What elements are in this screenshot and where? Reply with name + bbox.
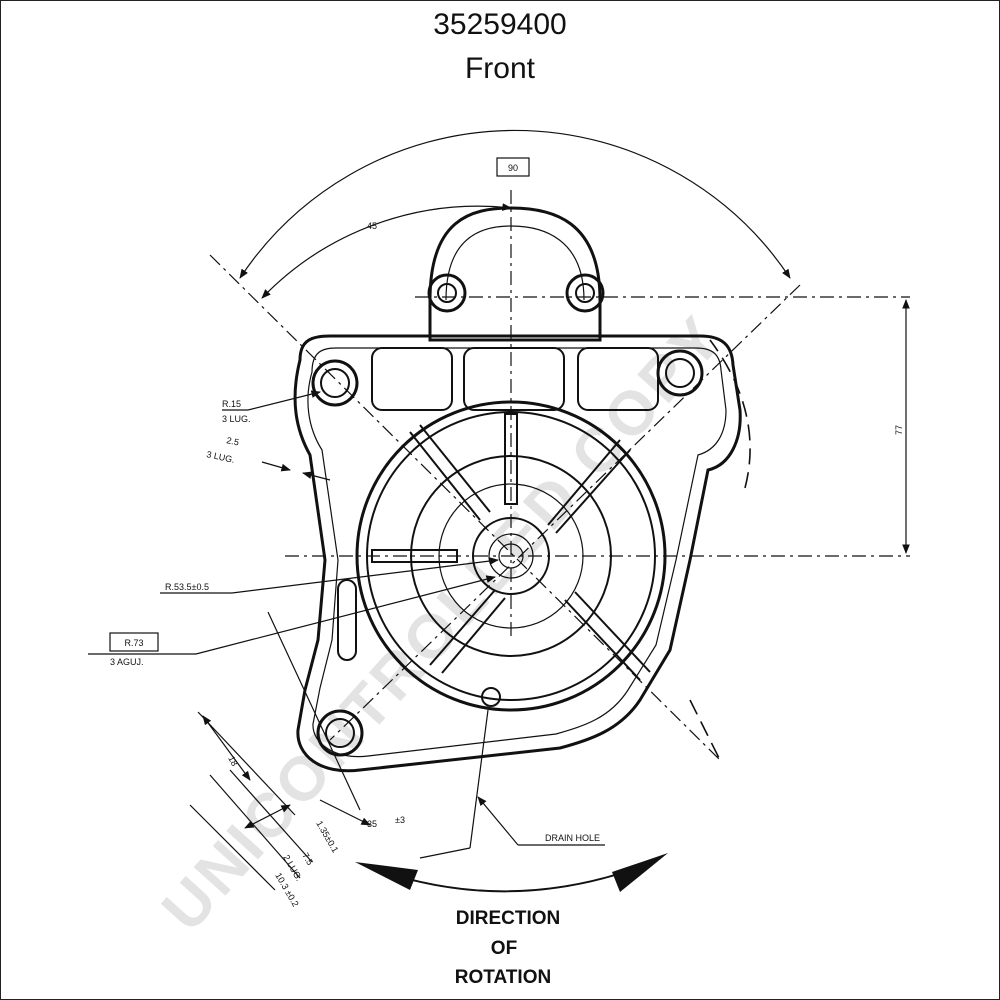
dim-18: 18 xyxy=(226,754,240,768)
left-callouts: R.15 3 LUG. 2.5 3 LUG. R.53.5±0.5 R.73 3… xyxy=(88,390,499,667)
mounting-flange xyxy=(293,334,742,773)
rotation-line-1: DIRECTION xyxy=(456,908,561,929)
rotation-arrow: DIRECTION OF ROTATION xyxy=(355,853,668,988)
solenoid-mount xyxy=(427,206,605,342)
angle-dimensions: 90 45 xyxy=(239,129,791,299)
dim-r15-note: 3 LUG. xyxy=(222,414,251,424)
dim-45: 45 xyxy=(367,221,377,231)
drain-hole-label: DRAIN HOLE xyxy=(545,833,600,843)
dim-2-5-note: 3 LUG. xyxy=(206,449,236,465)
drain-hole-callout: DRAIN HOLE xyxy=(477,796,605,846)
dim-1-35: 1.35±0.1 xyxy=(314,819,340,854)
motor-housing xyxy=(355,400,667,712)
height-dimension: 77 xyxy=(894,299,910,554)
dim-35: 35 xyxy=(367,819,377,829)
dim-r53-5: R.53.5±0.5 xyxy=(165,582,209,592)
dim-7-5: 7.5 xyxy=(300,851,315,867)
dim-2-5: 2.5 xyxy=(226,435,240,447)
dim-90: 90 xyxy=(508,163,518,173)
rotation-line-3: ROTATION xyxy=(455,967,551,988)
rotation-line-2: OF xyxy=(491,938,517,959)
dim-77: 77 xyxy=(894,425,904,435)
view-title: Front xyxy=(464,52,536,85)
dim-r73-note: 3 AGUJ. xyxy=(110,657,144,667)
part-number-title: 35259400 xyxy=(433,8,567,41)
lug-arc-bottom xyxy=(689,699,721,761)
lug-arc-right xyxy=(709,339,751,489)
dim-35-tol: ±3 xyxy=(395,815,405,825)
dim-r73: R.73 xyxy=(124,638,143,648)
dim-r15: R.15 xyxy=(222,399,241,409)
